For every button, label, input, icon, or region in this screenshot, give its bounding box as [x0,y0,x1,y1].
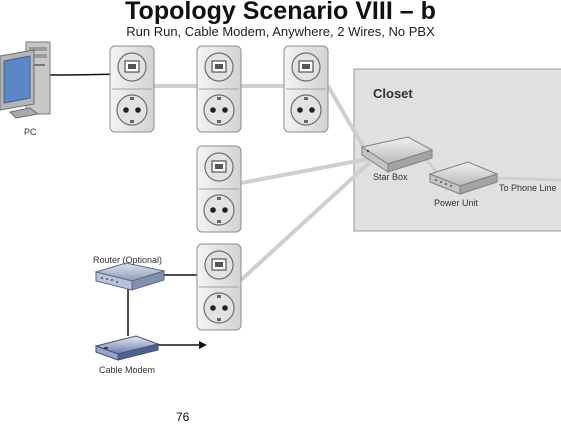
wall-outlet-3 [283,45,329,133]
page-number: 76 [176,410,190,424]
wire-starbox-powerunit [423,157,439,173]
power-unit-icon [428,161,499,195]
arrow-head-icon [199,341,207,349]
page-subtitle: Run Run, Cable Modem, Anywhere, 2 Wires,… [126,24,435,39]
wire-outlet4-starbox [240,157,369,185]
pc-icon [0,41,51,119]
closet-title: Closet [373,86,413,101]
wall-outlet-1 [109,45,155,133]
cable-modem-label: Cable Modem [99,365,156,375]
star-box-label: Star Box [373,172,408,182]
pc-label: PC [24,127,37,137]
router-icon [94,262,166,291]
cable-modem-icon [94,335,160,361]
wall-outlet-4 [196,145,242,233]
router-label: Router (Optional) [93,255,163,265]
wall-outlet-2 [196,45,242,133]
wall-outlet-5 [196,243,242,331]
wire-powerunit-phoneline [494,176,561,182]
page-title: Topology Scenario VIII – b [125,0,436,25]
wire-outlet5-starbox [239,160,372,282]
power-unit-label: Power Unit [434,198,479,208]
star-box-icon [360,136,434,173]
wire-outlet3-starbox [326,84,370,157]
phone-line-label: To Phone Line [499,183,557,193]
